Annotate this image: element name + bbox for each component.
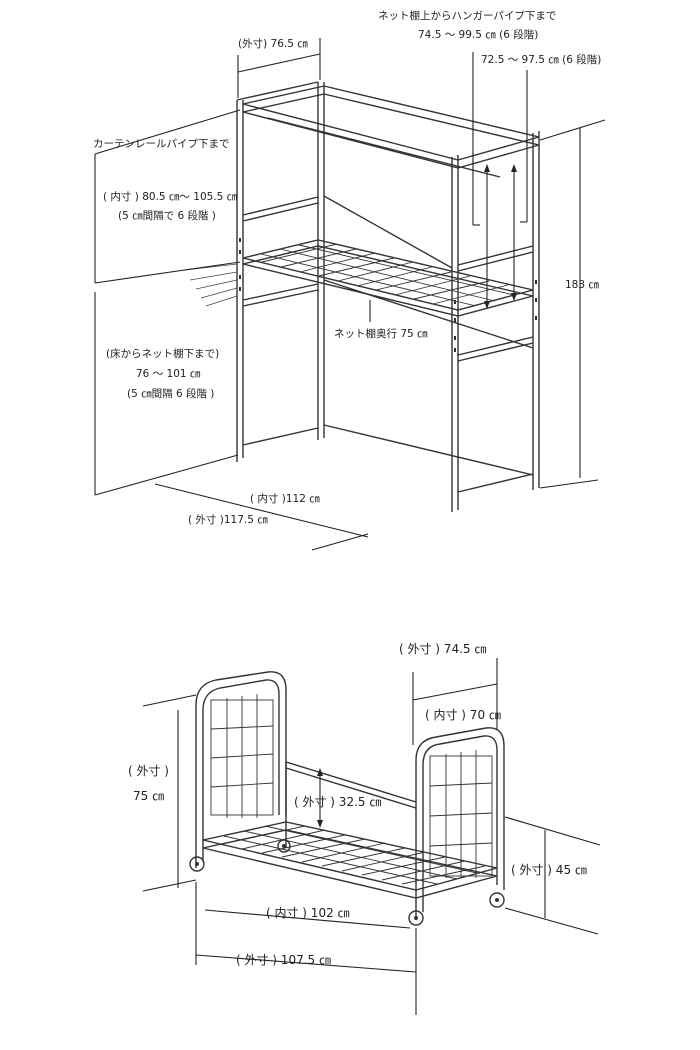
hanger-title-label: ネット棚上からハンガーパイプ下まで: [378, 10, 557, 22]
curtain-rail-label: カーテンレールパイプ下まで: [93, 138, 230, 150]
cart-outer-depth-label: ( 外寸 ) 74.5 ㎝: [399, 642, 487, 656]
floor-to-shelf-steps-label: (5 ㎝間隔 6 段階 ): [127, 388, 215, 400]
hanger-range-2-label: 72.5 ～ 97.5 ㎝ (6 段階): [481, 54, 602, 66]
cart-outer-height-label: ( 外寸 ): [128, 764, 169, 778]
floor-to-shelf-label: (床からネット棚下まで): [106, 348, 220, 360]
inner-height-steps-label: (5 ㎝間隔で 6 段階 ): [118, 210, 216, 222]
cart-inner-width-label: ( 内寸 ) 102 ㎝: [266, 906, 350, 920]
inner-height-label: ( 内寸 ) 80.5 ㎝～ 105.5 ㎝: [103, 191, 238, 203]
top-inner-width-label: ( 内寸 )112 ㎝: [250, 493, 320, 505]
bottom-cart-drawing: [189, 671, 505, 926]
net-depth-label: ネット棚奥行 75 ㎝: [334, 328, 428, 340]
total-height-label: 183 ㎝: [565, 279, 599, 291]
floor-to-shelf-range-label: 76 ～ 101 ㎝: [136, 368, 201, 380]
hanger-range-1-label: 74.5 ～ 99.5 ㎝ (6 段階): [418, 29, 539, 41]
cart-rail-height-label: ( 外寸 ) 32.5 ㎝: [294, 795, 382, 809]
cart-outer-width-label: ( 外寸 ) 107.5 ㎝: [236, 953, 331, 967]
cart-inner-depth-label: ( 内寸 ) 70 ㎝: [425, 708, 501, 722]
top-dimension-lines: [94, 38, 606, 551]
cart-outer-height-value: 75 ㎝: [133, 789, 165, 803]
caster-wheels: [189, 839, 505, 926]
bottom-dimension-lines: [142, 658, 601, 1015]
top-rack-drawing: [184, 81, 540, 512]
top-outer-width-label: ( 外寸 )117.5 ㎝: [188, 514, 268, 526]
cart-side-height-label: ( 外寸 ) 45 ㎝: [511, 863, 587, 877]
top-outer-depth-label: (外寸) 76.5 ㎝: [238, 38, 308, 50]
